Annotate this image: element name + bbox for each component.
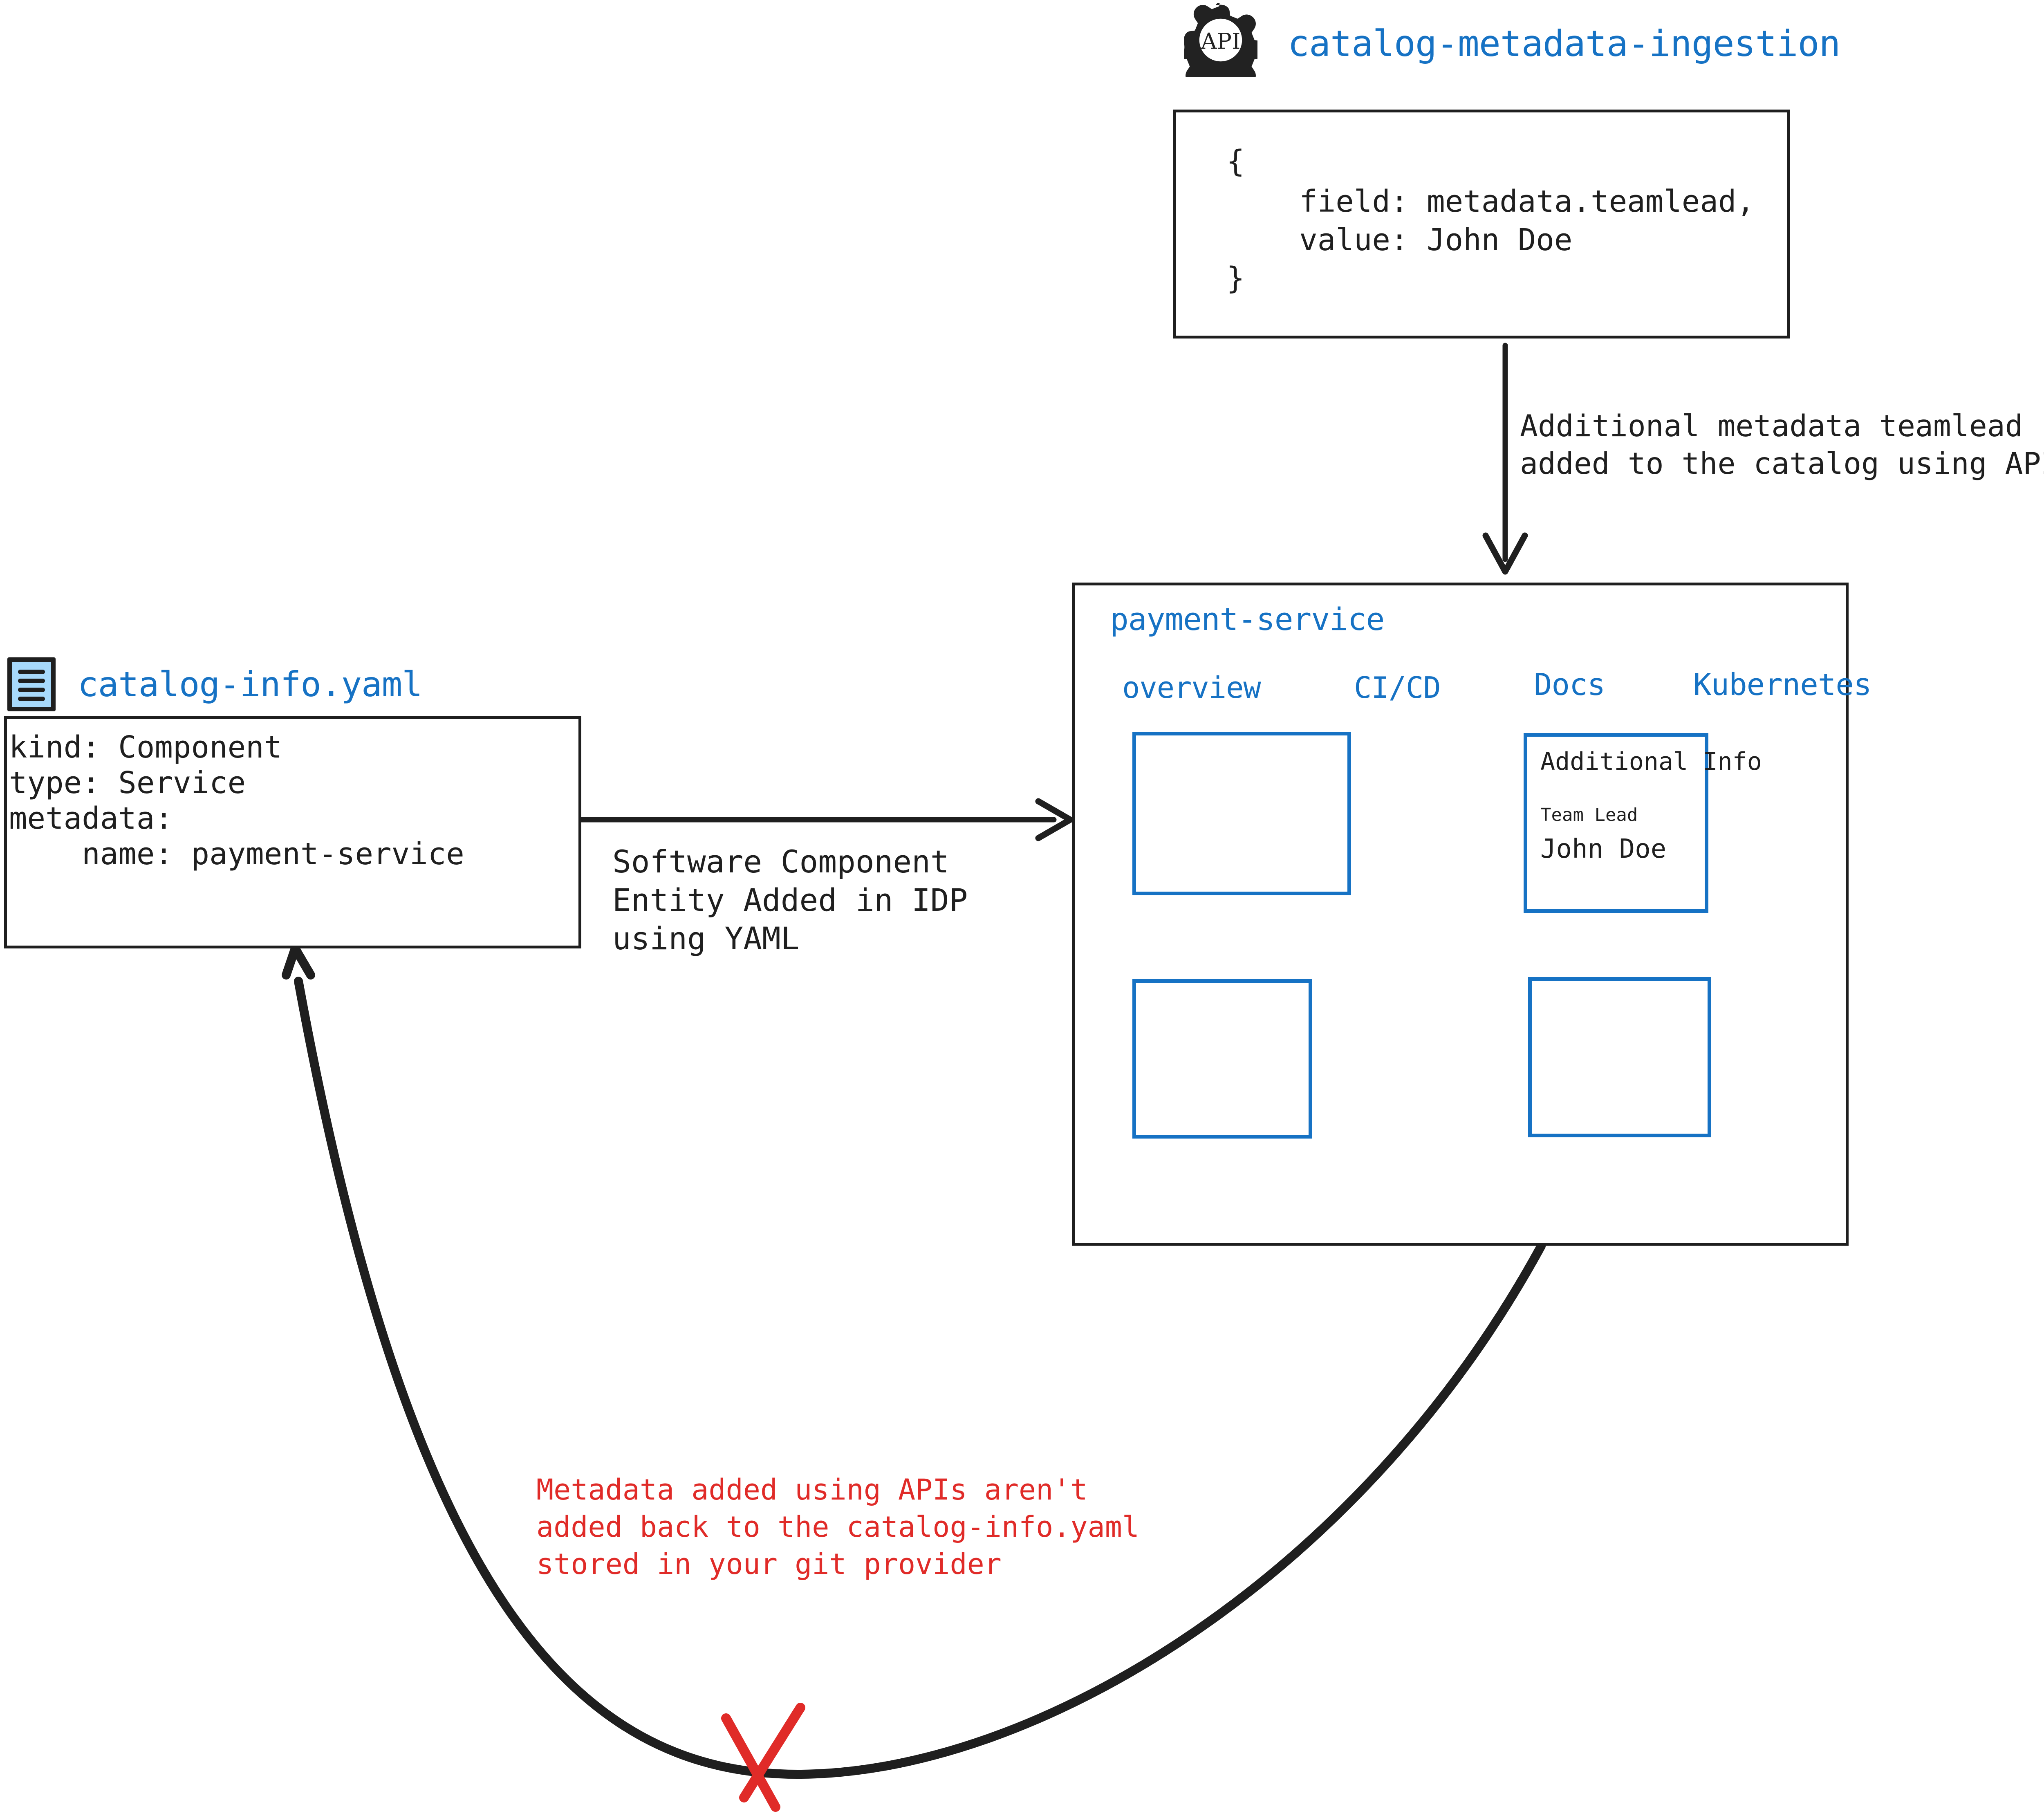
warning-label-line1: Metadata added using APIs aren't bbox=[536, 1473, 1088, 1506]
yaml-code-line-1: type: Service bbox=[9, 765, 246, 800]
tab-docs[interactable]: Docs bbox=[1534, 667, 1605, 702]
yaml-node-label: catalog-info.yaml bbox=[78, 664, 423, 704]
additional-info-field-value: John Doe bbox=[1540, 834, 1667, 864]
yaml-code-line-2: metadata: bbox=[9, 801, 173, 836]
bottom-left-card[interactable] bbox=[1132, 979, 1312, 1139]
additional-info-card[interactable] bbox=[1524, 733, 1708, 913]
api-node-label: catalog-metadata-ingestion bbox=[1288, 22, 1840, 65]
arrow-yaml-to-catalog bbox=[578, 798, 1074, 841]
edge-label-yaml-to-catalog-line2: Entity Added in IDP bbox=[612, 882, 968, 918]
warning-label-line2: added back to the catalog-info.yaml bbox=[536, 1510, 1140, 1544]
api-code-line-1: field: metadata.teamlead, bbox=[1226, 184, 1755, 219]
catalog-entity-title: payment-service bbox=[1110, 601, 1385, 637]
yaml-code-box bbox=[4, 716, 581, 948]
additional-info-heading: Additional Info bbox=[1540, 747, 1762, 776]
yaml-code-line-0: kind: Component bbox=[9, 730, 282, 765]
api-code-line-0: { bbox=[1226, 144, 1245, 179]
yaml-document-icon bbox=[7, 657, 56, 711]
bottom-right-card[interactable] bbox=[1528, 977, 1711, 1137]
api-code-box bbox=[1173, 110, 1790, 338]
api-icon-text: API bbox=[1201, 29, 1241, 54]
additional-info-field-label: Team Lead bbox=[1540, 805, 1638, 825]
tab-ci-cd[interactable]: CI/CD bbox=[1354, 670, 1441, 705]
yaml-code-line-3: name: payment-service bbox=[9, 836, 464, 872]
tab-overview[interactable]: overview bbox=[1122, 670, 1261, 705]
red-x-mark bbox=[721, 1703, 805, 1812]
overview-card[interactable] bbox=[1132, 732, 1351, 895]
edge-label-yaml-to-catalog-line3: using YAML bbox=[612, 920, 800, 957]
api-gear-icon: API bbox=[1181, 1, 1266, 95]
edge-label-api-to-catalog-line2: added to the catalog using APIs bbox=[1520, 446, 2044, 481]
warning-label-line3: stored in your git provider bbox=[536, 1547, 1002, 1581]
edge-label-yaml-to-catalog-line1: Software Component bbox=[612, 843, 949, 880]
api-code-line-3: } bbox=[1226, 261, 1245, 296]
arrow-api-to-catalog bbox=[1482, 343, 1528, 575]
api-code-line-2: value: John Doe bbox=[1226, 222, 1573, 258]
tab-kubernetes[interactable]: Kubernetes bbox=[1693, 667, 1872, 702]
edge-label-api-to-catalog-line1: Additional metadata teamlead bbox=[1520, 409, 2023, 444]
